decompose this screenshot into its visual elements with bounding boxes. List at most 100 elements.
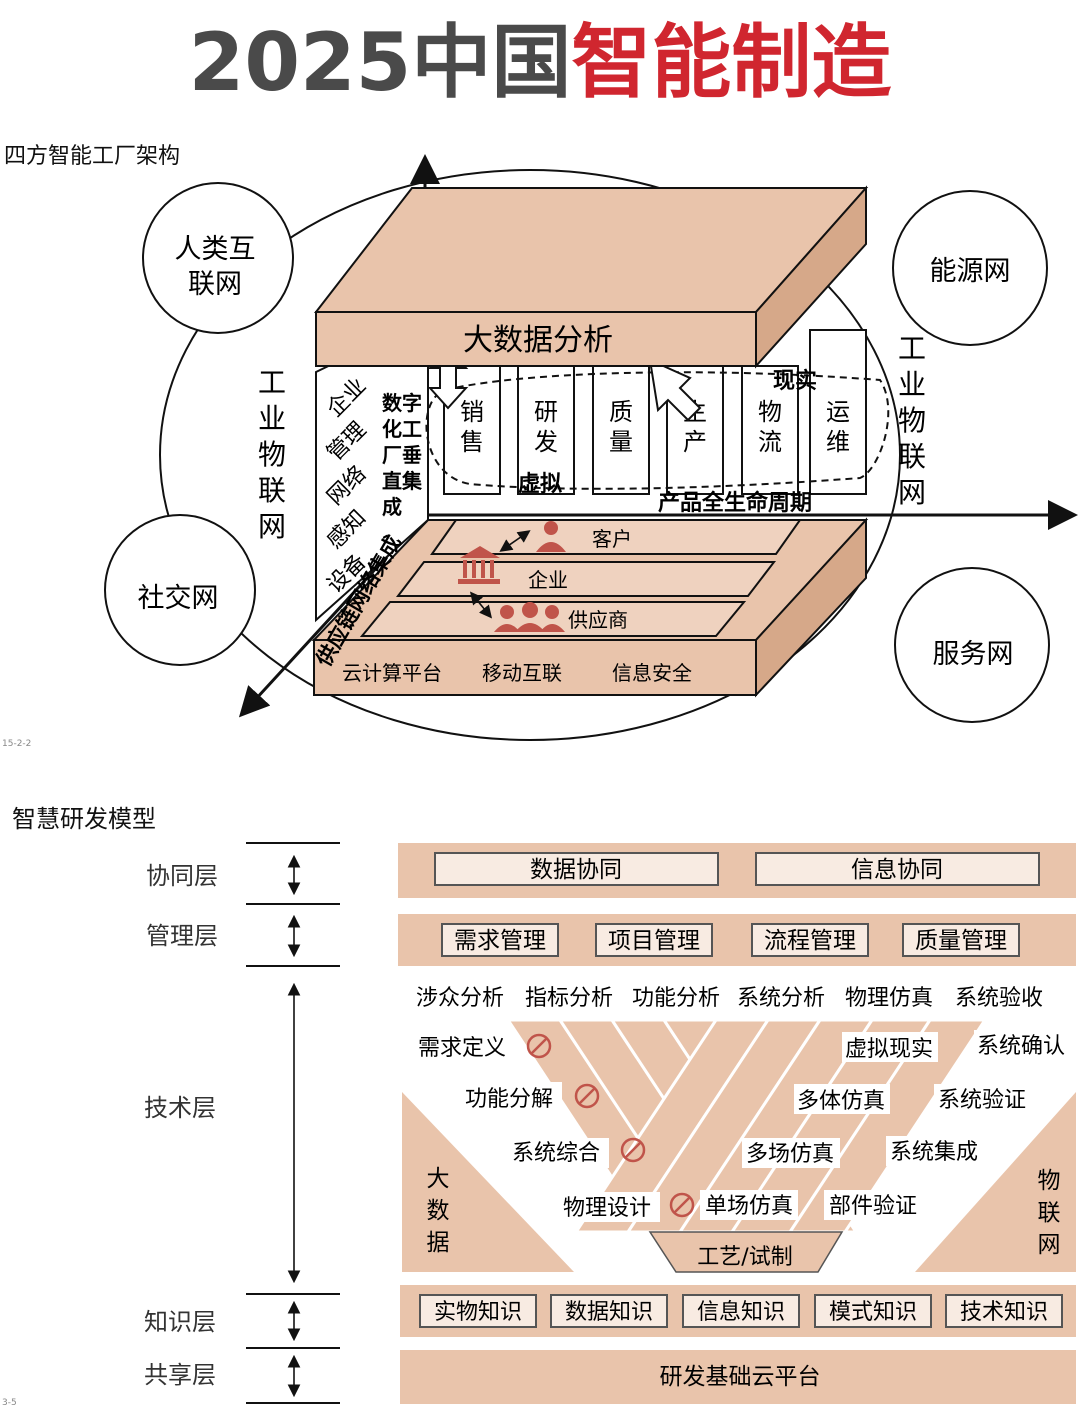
layer-label-knowledge: 知识层 (144, 1308, 216, 1336)
step-bg (700, 1190, 798, 1220)
craft-trial-box (648, 1231, 844, 1273)
collab-data-label: 数据协同 (530, 857, 622, 883)
column-char: 产 (683, 428, 707, 456)
big-data-box: 大数据分析 (313, 185, 869, 369)
step-system-synthesis: 系统综合 (512, 1141, 600, 1166)
left-steps: 需求定义 功能分解 系统综合 物理设计 (412, 1032, 660, 1222)
iot-left-label: 工 业 物 联 网 (258, 366, 286, 543)
big-data-triangle (402, 1092, 574, 1272)
network-social: 社交网 (104, 514, 256, 666)
layer-label-tech: 技术层 (144, 1094, 216, 1122)
big-data-char: 据 (427, 1230, 450, 1256)
big-data-front-face (315, 311, 757, 367)
knowledge-labels: 实物知识 数据知识 信息知识 模式知识 技术知识 (434, 1300, 1048, 1325)
checkpoint-icon (574, 1083, 600, 1109)
factory-outer-ellipse (159, 169, 901, 741)
step-requirement-definition: 需求定义 (418, 1036, 506, 1061)
iot-left-char: 物 (258, 438, 286, 471)
column-char: 质 (609, 398, 633, 426)
step-multifield-sim: 多场仿真 (746, 1142, 834, 1167)
knowledge-box (682, 1294, 800, 1328)
network-circle (142, 182, 294, 334)
column-char: 物 (758, 398, 782, 426)
step-bg (742, 1138, 840, 1168)
column-char: 研 (534, 398, 558, 426)
page-mark-2: 3-5 (2, 1398, 17, 1408)
step-bg (458, 1082, 562, 1112)
knowledge-item: 实物知识 (434, 1300, 522, 1325)
network-circle (104, 514, 256, 666)
column-box (517, 365, 575, 495)
step-bg (842, 1032, 938, 1062)
mgmt-box (441, 923, 559, 957)
network-human: 人类互 联网 (142, 182, 294, 334)
right-steps-outer: 系统确认 系统验证 系统集成 部件验证 (824, 1030, 1070, 1220)
step-bg (794, 1084, 890, 1114)
analysis-item: 功能分析 (632, 986, 720, 1011)
big-data-char: 大 (427, 1166, 450, 1192)
mgmt-labels: 需求管理 项目管理 流程管理 质量管理 (454, 928, 1007, 954)
knowledge-box (945, 1294, 1063, 1328)
vi-line: 直集 (382, 469, 423, 493)
column-char: 运 (826, 398, 850, 426)
main-title: 2025中国智能制造 (189, 16, 892, 109)
iot-triangle (915, 1092, 1076, 1272)
iot-right-char: 业 (898, 368, 926, 401)
iot-right-char: 物 (898, 404, 926, 437)
analysis-item: 系统分析 (737, 986, 825, 1011)
iot-char: 网 (1038, 1232, 1061, 1258)
step-bg (556, 1192, 660, 1222)
bank-icon (458, 546, 500, 584)
vertical-integration-label: 数字 化工 厂垂 直集 成 (382, 391, 423, 519)
iot-vertical-label: 物 联 网 (1038, 1168, 1061, 1258)
tier-customer: 客户 (592, 527, 632, 551)
knowledge-item: 数据知识 (565, 1300, 653, 1325)
mgmt-item: 项目管理 (608, 928, 700, 954)
base-item-cloud: 云计算平台 (342, 661, 442, 685)
knowledge-item: 信息知识 (697, 1300, 785, 1325)
reality-virtual-loop (425, 371, 890, 490)
layer-labels: 协同层 管理层 技术层 知识层 共享层 (144, 862, 218, 1389)
knowledge-box (814, 1294, 932, 1328)
iot-left-char: 工 (258, 366, 286, 399)
layer-scale (246, 842, 340, 1404)
checkpoint-icon (620, 1137, 646, 1163)
network-service: 服务网 (894, 567, 1050, 723)
rnd-caption: 智慧研发模型 (12, 805, 156, 833)
iot-right-char: 网 (898, 476, 926, 509)
iot-right-char: 联 (898, 440, 926, 473)
iot-char: 联 (1038, 1200, 1061, 1226)
vi-line: 厂垂 (382, 443, 422, 467)
base-item-security: 信息安全 (612, 661, 692, 685)
step-bg (505, 1138, 609, 1168)
column-box (809, 329, 867, 495)
tier-band-enterprise (395, 561, 777, 597)
title-part1: 2025中国 (189, 16, 572, 109)
column-char: 销 (460, 398, 484, 426)
checkpoint-icon (669, 1192, 695, 1218)
network-human-line2: 联网 (188, 269, 242, 300)
checkpoint-icons (526, 1033, 695, 1218)
mgmt-item: 质量管理 (915, 928, 1007, 954)
big-data-label: 大数据分析 (463, 323, 613, 358)
analysis-row: 涉众分析 指标分析 功能分析 系统分析 物理仿真 系统验收 (416, 986, 1043, 1011)
column-char: 维 (826, 428, 850, 456)
vi-line: 成 (382, 495, 402, 519)
step-singlefield-sim: 单场仿真 (705, 1194, 793, 1219)
step-system-confirmation: 系统确认 (977, 1034, 1065, 1059)
share-platform-label: 研发基础云平台 (660, 1364, 821, 1390)
mgmt-box (595, 923, 713, 957)
knowledge-boxes (419, 1294, 1063, 1328)
craft-trial-label: 工艺/试制 (697, 1245, 792, 1270)
step-multibody-sim: 多体仿真 (797, 1089, 885, 1114)
supplier-group-icon (494, 602, 565, 632)
knowledge-box (550, 1294, 668, 1328)
factory-caption: 四方智能工厂架构 (4, 144, 180, 169)
analysis-item: 涉众分析 (416, 986, 504, 1011)
share-layer-band (400, 1350, 1076, 1404)
vi-line: 数字 (382, 391, 422, 415)
analysis-item: 物理仿真 (845, 986, 933, 1011)
step-bg (824, 1190, 922, 1220)
layer-label-mgmt: 管理层 (146, 922, 218, 950)
tier-band-supplier (359, 601, 747, 637)
